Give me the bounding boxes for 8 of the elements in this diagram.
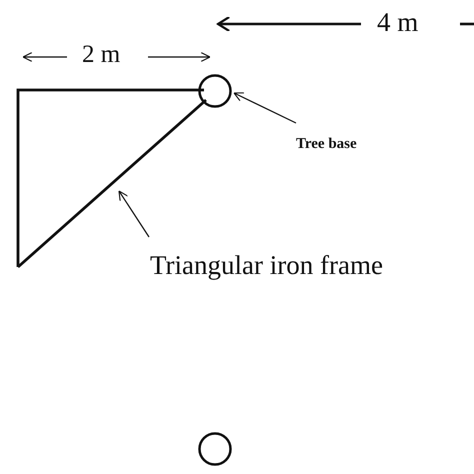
tree-label: Tree base xyxy=(296,137,357,152)
dimension-label: 2 m xyxy=(82,42,120,67)
leader-line xyxy=(118,190,150,238)
leader-line xyxy=(233,92,296,124)
circle-marker xyxy=(198,432,232,466)
dimension-label: 4 m xyxy=(377,9,418,36)
frame-label: Triangular iron frame xyxy=(150,252,383,279)
tree-circle xyxy=(198,74,232,108)
